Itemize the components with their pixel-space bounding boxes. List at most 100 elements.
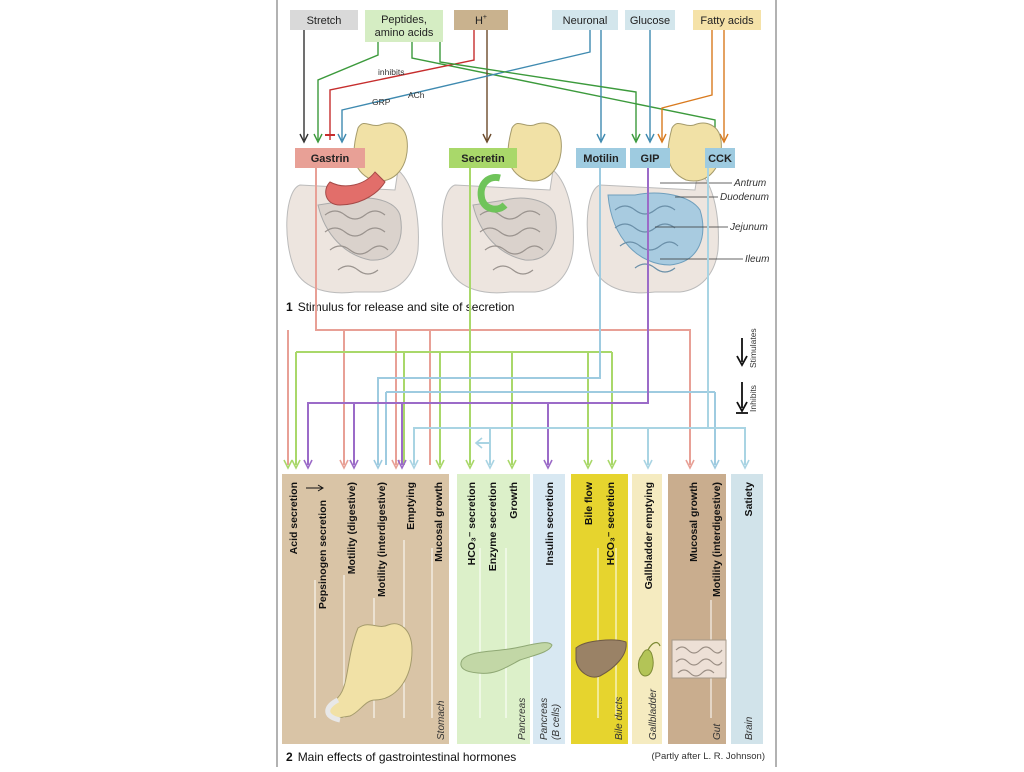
gallbladder-illustration (637, 641, 661, 677)
ileum-label: Ileum (745, 254, 769, 265)
pancreas-b-panel (533, 474, 565, 744)
section2-text: Main effects of gastrointestinal hormone… (298, 750, 517, 764)
gip-box (630, 148, 670, 168)
arrow-fatty-gip (661, 30, 713, 140)
arrow-peptides-cck (411, 42, 716, 140)
effect-connectors (287, 168, 746, 465)
legend-stimulates: Stimulates (748, 328, 758, 368)
gip-label: GIP (641, 153, 660, 165)
gut-panel (668, 474, 726, 744)
effect-growth: Growth (508, 482, 520, 519)
cck-label: CCK (708, 153, 732, 165)
effect-mucosal-growth: Mucosal growth (433, 482, 445, 562)
bile-ducts-panel (571, 474, 628, 744)
brain-panel (731, 474, 763, 744)
legend: Stimulates Inhibits (736, 328, 758, 414)
section2-number: 2 (286, 750, 293, 764)
arrow-neuronal-gastrin (341, 30, 591, 140)
arrowhead-fatty-gip (657, 133, 667, 144)
ach-pathway-label: ACh (408, 90, 425, 100)
effect-acid-secretion: Acid secretion (288, 482, 300, 554)
arrowhead-peptides-gastrin (313, 133, 323, 144)
secretin-connector-drops (295, 351, 613, 465)
peptides-box (365, 10, 443, 42)
h-plus-label: H+ (475, 14, 487, 27)
motilin-box (576, 148, 626, 168)
effect-bile-flow: Bile flow (583, 481, 595, 525)
antrum-label: Antrum (733, 178, 766, 189)
section1-number: 1 (286, 300, 293, 314)
gastrin-connector-drops (287, 330, 431, 465)
section1-text: Stimulus for release and site of secreti… (298, 300, 515, 314)
fatty-acids-box (693, 10, 761, 30)
organ-gallbladder: Gallbladder (648, 688, 659, 740)
neuronal-box (552, 10, 618, 30)
effect-labels: Acid secretion Pepsinogen secretion Moti… (288, 481, 755, 609)
arrow-hplus-inhibits-gastrin (329, 30, 475, 140)
organ-gut: Gut (712, 723, 723, 740)
h-plus-text: H (475, 15, 483, 27)
effect-satiety: Satiety (743, 482, 755, 517)
gut-illustration-gastrin (286, 122, 419, 294)
organ-bile-ducts: Bile ducts (614, 697, 625, 740)
secretin-box (449, 148, 517, 168)
organ-pancreas-b-line2: (B cells) (551, 704, 562, 740)
effect-pepsinogen-secretion: Pepsinogen secretion (317, 500, 329, 609)
stretch-box (290, 10, 358, 30)
h-plus-superscript: + (483, 14, 487, 21)
gastrin-connector-main (315, 168, 691, 465)
organ-labels: Stomach Pancreas Pancreas (B cells) Bile… (436, 688, 755, 740)
neuronal-label: Neuronal (563, 15, 608, 27)
intestine-illustration (671, 639, 727, 679)
gastrin-label: Gastrin (311, 153, 350, 165)
duodenum-label: Duodenum (720, 192, 769, 203)
organ-stomach: Stomach (436, 700, 447, 740)
site-labels: Antrum Duodenum Jejunum Ileum (655, 178, 769, 265)
effect-mucosal-growth-gut: Mucosal growth (688, 482, 700, 562)
gut-illustration-secretin (441, 122, 574, 294)
motilin-connector (377, 168, 601, 465)
glucose-box (625, 10, 675, 30)
organ-pancreas: Pancreas (517, 698, 528, 740)
organ-brain: Brain (744, 716, 755, 740)
effect-hco3-secretion-bile: HCO₃⁻ secretion (605, 482, 617, 565)
liver-illustration (575, 639, 627, 678)
arrowhead-hplus-secretin (482, 133, 492, 144)
stimulus-arrows (299, 30, 729, 144)
cck-connectors (413, 168, 746, 465)
legend-inhibits: Inhibits (748, 385, 758, 412)
effect-gallbladder-emptying: Gallbladder emptying (643, 482, 655, 589)
effect-motility-interdigestive: Motility (interdigestive) (376, 482, 388, 597)
fatty-acids-label: Fatty acids (700, 15, 754, 27)
effect-hco3-secretion-pancreas: HCO₃⁻ secretion (466, 482, 478, 565)
organ-pancreas-b-line1: Pancreas (539, 698, 550, 740)
section1-title: 1 Stimulus for release and site of secret… (286, 300, 514, 314)
grp-pathway-label: GRP (372, 97, 391, 107)
peptides-label-2: amino acids (375, 27, 434, 39)
motilin-label: Motilin (583, 153, 619, 165)
effect-emptying: Emptying (405, 482, 417, 530)
stretch-label: Stretch (307, 15, 342, 27)
arrow-peptides-gip (439, 42, 637, 140)
arrowhead-neuronal-gastrin (337, 133, 347, 144)
effect-insulin-secretion: Insulin secretion (544, 482, 556, 565)
arrowhead-stretch (299, 133, 309, 144)
arrow-peptides-gastrin (317, 42, 379, 140)
glucose-label: Glucose (630, 15, 670, 27)
inhibits-pathway-label: inhibits (378, 67, 404, 77)
stomach-illustration (325, 623, 413, 723)
gastrin-box (295, 148, 365, 168)
gut-illustration-motilin-gip-cck (586, 122, 722, 294)
hormone-boxes: Gastrin Secretin Motilin GIP CCK (295, 148, 735, 168)
effect-enzyme-secretion: Enzyme secretion (487, 482, 499, 571)
arrowhead-fatty-cck (719, 133, 729, 144)
section2-title: 2 Main effects of gastrointestinal hormon… (286, 750, 516, 764)
stimulus-boxes: Stretch Peptides, amino acids H+ Neurona… (290, 10, 761, 42)
arrowhead-neuronal-motilin (596, 133, 606, 144)
gallbladder-panel (632, 474, 662, 744)
gip-connectors (307, 168, 649, 465)
effect-arrowheads (283, 437, 750, 470)
pancreas-illustration (460, 642, 553, 674)
